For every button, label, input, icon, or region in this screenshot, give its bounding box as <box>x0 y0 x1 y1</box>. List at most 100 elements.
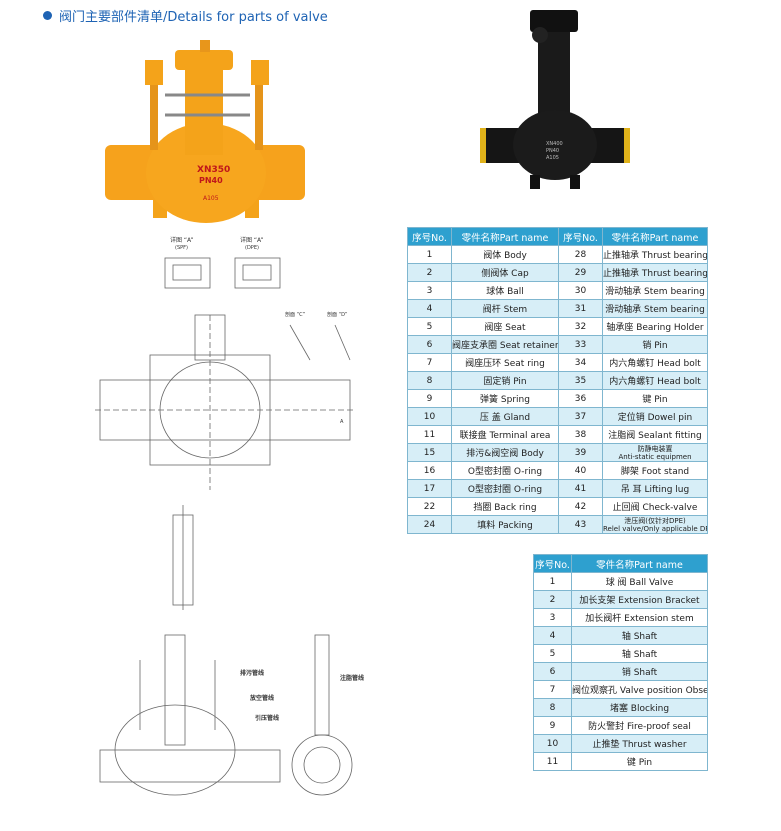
table-cell: 堵塞 Blocking <box>571 698 708 717</box>
table-cell: O型密封圈 O-ring <box>451 461 559 480</box>
photo-yellow-valve: XN350 PN40 A105 <box>105 40 305 223</box>
table-cell: 止推轴承 Thrust bearing <box>602 245 708 264</box>
table-cell: 37 <box>558 407 603 426</box>
table-cell: 防火警封 Fire-proof seal <box>571 716 708 735</box>
table-cell: 排污&阀空阀 Body <box>451 443 559 462</box>
table-cell: 33 <box>558 335 603 354</box>
black-body-text-2: PN40 <box>546 148 559 154</box>
label-drain: 排污管线 <box>240 669 264 677</box>
view-a2-label: 详图 “A” <box>240 236 264 244</box>
table-cell: 1 <box>533 572 572 591</box>
table-cell: 挡圈 Back ring <box>451 497 559 516</box>
table-cell: 填料 Packing <box>451 515 559 534</box>
view-d-label: 剖面 “D” <box>327 311 348 318</box>
table-cell: 39 <box>558 443 603 462</box>
table-cell: 43 <box>558 515 603 534</box>
table-cell: 轴承座 Bearing Holder <box>602 317 708 336</box>
table-cell: 41 <box>558 479 603 498</box>
table-cell: 侧阀体 Cap <box>451 263 559 282</box>
table-cell: 3 <box>533 608 572 627</box>
table-cell: 29 <box>558 263 603 282</box>
table-cell: 2 <box>533 590 572 609</box>
header-name-2: 零件名称Part name <box>602 227 708 246</box>
table-cell: 球体 Ball <box>451 281 559 300</box>
table-cell: 定位销 Dowel pin <box>602 407 708 426</box>
table-cell: 加长支架 Extension Bracket <box>571 590 708 609</box>
black-body-text-3: A105 <box>546 155 559 161</box>
table-cell: 弹簧 Spring <box>451 389 559 408</box>
table-cell: 轴 Shaft <box>571 644 708 663</box>
table-header-row: 序号No. 零件名称Part name 序号No. 零件名称Part name <box>407 227 708 246</box>
header-no-1: 序号No. <box>407 227 452 246</box>
table-cell: 15 <box>407 443 452 462</box>
table-cell: 销 Shaft <box>571 662 708 681</box>
table-cell: 8 <box>407 371 452 390</box>
table-cell: O型密封圈 O-ring <box>451 479 559 498</box>
table-cell: 3 <box>407 281 452 300</box>
table-cell: 压 盖 Gland <box>451 407 559 426</box>
table-cell: 7 <box>533 680 572 699</box>
table-cell: 31 <box>558 299 603 318</box>
table-cell: 泄压阀(仅针对DPE)Relel valve/Only applicable D… <box>602 515 708 534</box>
label-a: A <box>340 419 344 425</box>
view-a1-sub: (SPF) <box>175 245 188 251</box>
table-cell: 脚架 Foot stand <box>602 461 708 480</box>
table-cell: 22 <box>407 497 452 516</box>
table-cell: 40 <box>558 461 603 480</box>
header-name-1: 零件名称Part name <box>451 227 559 246</box>
table-cell: 6 <box>533 662 572 681</box>
label-grease: 注脂管线 <box>340 674 364 682</box>
table-cell: 17 <box>407 479 452 498</box>
table-cell: 32 <box>558 317 603 336</box>
table-cell: 30 <box>558 281 603 300</box>
table-cell: 键 Pin <box>602 389 708 408</box>
table-cell: 16 <box>407 461 452 480</box>
cell-line: Relel valve/Only applicable DPE <box>603 524 708 533</box>
table-header-row: 序号No. 零件名称Part name <box>533 554 708 573</box>
black-body-text-1: XN400 <box>546 141 563 147</box>
table-cell: 8 <box>533 698 572 717</box>
table-cell: 销 Pin <box>602 335 708 354</box>
table-cell: 4 <box>533 626 572 645</box>
table-cell: 10 <box>407 407 452 426</box>
table-cell: 4 <box>407 299 452 318</box>
yellow-body-text-3: A105 <box>203 195 219 202</box>
table-cell: 阀座压环 Seat ring <box>451 353 559 372</box>
table-cell: 11 <box>533 752 572 771</box>
photo-black-valve: XN400 PN40 A105 <box>480 10 630 189</box>
table-cell: 2 <box>407 263 452 282</box>
table-cell: 28 <box>558 245 603 264</box>
table-cell: 球 阀 Ball Valve <box>571 572 708 591</box>
label-pressure: 引压管线 <box>255 714 279 722</box>
table-cell: 止回阀 Check-valve <box>602 497 708 516</box>
header-name: 零件名称Part name <box>571 554 708 573</box>
table-cell: 阀体 Body <box>451 245 559 264</box>
bullet-icon <box>43 11 52 20</box>
table-cell: 38 <box>558 425 603 444</box>
table-cell: 7 <box>407 353 452 372</box>
table-cell: 34 <box>558 353 603 372</box>
table-cell: 35 <box>558 371 603 390</box>
table-cell: 固定销 Pin <box>451 371 559 390</box>
